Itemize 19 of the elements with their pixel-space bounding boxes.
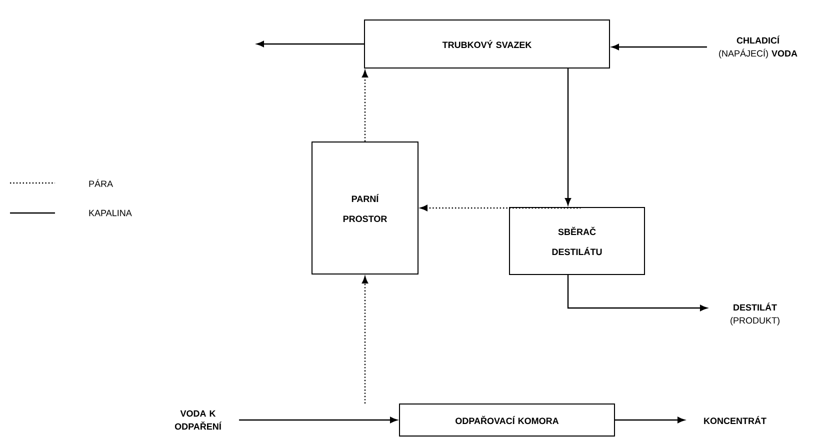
flow-label: CHLADICÍ (NAPÁJECÍ) VODA xyxy=(719,36,798,58)
legend-label: PÁRA xyxy=(89,179,114,187)
flow-label: KONCENTRÁT xyxy=(704,416,766,424)
legend-label: KAPALINA xyxy=(89,210,132,216)
process-box: SBĚRAČ DESTILÁTU xyxy=(509,207,645,275)
arrow xyxy=(612,44,707,50)
arrow xyxy=(420,204,581,212)
arrow xyxy=(362,70,368,142)
arrow xyxy=(239,416,398,424)
process-box: PARNÍ PROSTOR xyxy=(312,142,418,274)
flow-label: VODA K ODPAŘENÍ xyxy=(174,410,222,430)
arrow xyxy=(567,275,708,312)
process-box: TRUBKOVÝ SVAZEK xyxy=(364,20,610,68)
arrow xyxy=(362,276,368,404)
flow-label: DESTILÁT (PRODUKT) xyxy=(730,302,780,326)
arrow xyxy=(564,68,572,206)
arrow xyxy=(615,416,685,424)
arrow xyxy=(256,40,364,48)
process-box: ODPAŘOVACÍ KOMORA xyxy=(399,404,615,436)
